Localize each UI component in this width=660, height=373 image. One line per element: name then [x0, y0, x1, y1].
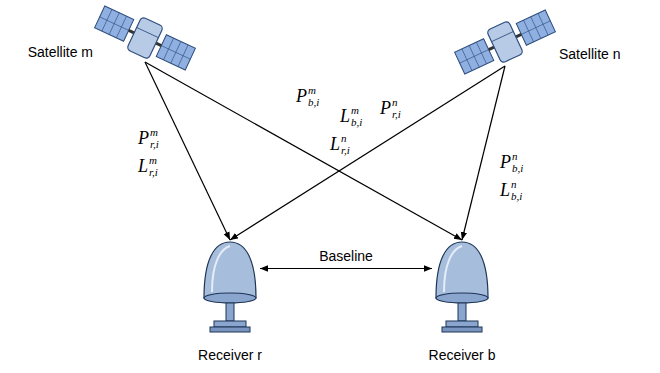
index-column: nr,i — [392, 96, 401, 120]
satellite-icon — [95, 2, 195, 62]
observable-symbol: P — [296, 86, 307, 106]
receiver-index: r,i — [392, 108, 401, 120]
receiver-icon — [432, 240, 492, 335]
receiver-icon — [200, 240, 260, 335]
satellite-body — [127, 17, 164, 60]
satellite-index: n — [341, 132, 350, 144]
satellite-n: Satellite n — [455, 6, 555, 66]
panel-grid — [161, 46, 190, 60]
signal-path — [145, 62, 230, 240]
antenna-dome — [204, 242, 256, 298]
dome-highlight — [444, 246, 462, 292]
node-label: Satellite n — [559, 46, 620, 62]
receiver-index: b,i — [511, 190, 522, 202]
signal-path — [145, 62, 462, 240]
index-column: nb,i — [512, 150, 523, 174]
antenna-neck — [226, 303, 234, 321]
satellite-index: n — [512, 150, 523, 162]
signal-symbol: Pmr,i — [138, 126, 159, 150]
satellite-index: m — [351, 104, 362, 116]
signal-path — [462, 66, 505, 240]
signal-symbol: Lnb,i — [500, 178, 522, 202]
receiver-index: b,i — [512, 162, 523, 174]
signal-symbol: Lmb,i — [340, 104, 362, 128]
antenna-foot — [210, 327, 250, 332]
receiver-index: r,i — [150, 138, 159, 150]
antenna-foot — [442, 327, 482, 332]
solar-panel — [455, 39, 494, 74]
satellite-index: m — [150, 126, 159, 138]
panel-grid — [100, 17, 129, 31]
dome-highlight — [212, 246, 230, 292]
index-column: mb,i — [351, 104, 362, 128]
signal-symbol: Lnr,i — [330, 132, 350, 156]
index-column: mb,i — [308, 84, 319, 108]
observable-symbol: L — [500, 180, 510, 200]
solar-panel — [156, 35, 195, 70]
observable-symbol: P — [500, 152, 511, 172]
signal-symbol: Lmr,i — [138, 154, 158, 178]
node-label: Receiver r — [198, 347, 262, 363]
observable-symbol: P — [138, 128, 149, 148]
signal-path — [230, 66, 505, 240]
signal-symbol: Pnr,i — [380, 96, 401, 120]
satellite-index: m — [149, 154, 158, 166]
signal-symbol: Pmb,i — [296, 84, 319, 108]
receiver-index: b,i — [351, 116, 362, 128]
receiver-index: b,i — [308, 96, 319, 108]
dome-rim — [436, 293, 488, 303]
receiver-index: r,i — [149, 166, 158, 178]
solar-panel — [516, 10, 555, 45]
body-seam — [137, 27, 159, 37]
observable-symbol: P — [380, 98, 391, 118]
index-column: nr,i — [341, 132, 350, 156]
antenna-neck — [458, 303, 466, 321]
antenna-dome — [436, 242, 488, 298]
index-column: nb,i — [511, 178, 522, 202]
baseline-arrow — [260, 268, 432, 269]
receiver-r: Receiver r — [200, 240, 260, 335]
satellite-index: m — [308, 84, 319, 96]
panel-grid — [460, 50, 489, 64]
node-label: Receiver b — [429, 347, 496, 363]
observable-symbol: L — [138, 156, 148, 176]
index-column: mr,i — [150, 126, 159, 150]
satellite-body — [487, 21, 524, 64]
signal-symbol: Pnb,i — [500, 150, 523, 174]
solar-panel — [95, 6, 134, 41]
receiver-index: r,i — [341, 144, 350, 156]
body-seam — [492, 31, 514, 41]
satellite-m: Satellite m — [95, 2, 195, 62]
antenna-base — [214, 321, 246, 327]
index-column: mr,i — [149, 154, 158, 178]
node-label: Satellite m — [28, 44, 93, 60]
satellite-index: n — [511, 178, 522, 190]
panel-grid — [521, 21, 550, 35]
observable-symbol: L — [330, 134, 340, 154]
edge-label: Baseline — [317, 248, 375, 264]
receiver-b: Receiver b — [432, 240, 492, 335]
dome-rim — [204, 293, 256, 303]
observable-symbol: L — [340, 106, 350, 126]
antenna-base — [446, 321, 478, 327]
satellite-index: n — [392, 96, 401, 108]
satellite-icon — [455, 6, 555, 66]
